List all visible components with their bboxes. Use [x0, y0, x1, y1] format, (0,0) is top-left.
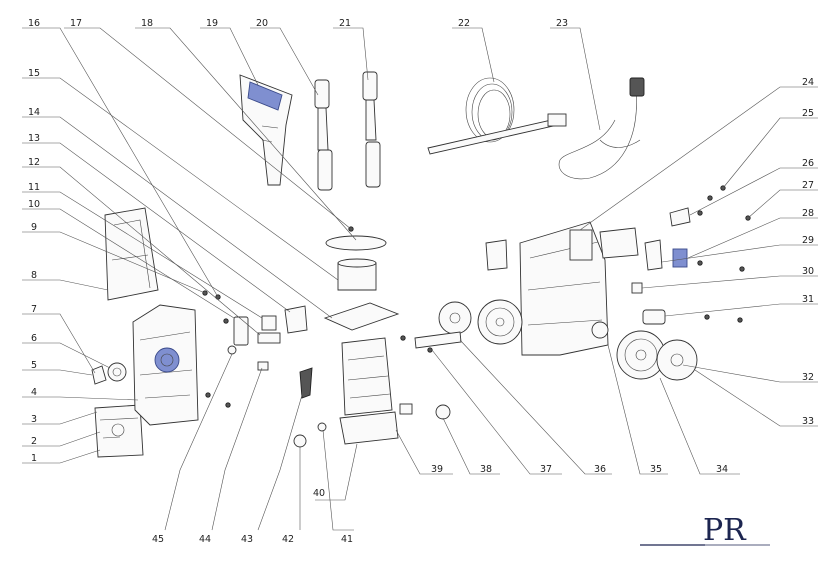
panel-parts — [599, 207, 691, 294]
callout-19: 19 — [206, 18, 218, 29]
callout-23: 23 — [556, 18, 568, 29]
brand-logo: PR — [640, 513, 770, 548]
wheel-parts — [438, 299, 698, 381]
fitting-part — [642, 309, 666, 325]
callout-8: 8 — [31, 270, 37, 281]
callout-16: 16 — [28, 18, 40, 29]
pump-motor-part — [293, 337, 451, 448]
callout-31: 31 — [802, 294, 814, 305]
callout-38: 38 — [480, 464, 492, 475]
callout-33: 33 — [802, 416, 814, 427]
callout-26: 26 — [802, 158, 814, 169]
callout-37: 37 — [540, 464, 552, 475]
callout-32: 32 — [802, 372, 814, 383]
callout-15: 15 — [28, 68, 40, 79]
callout-39: 39 — [431, 464, 443, 475]
callout-18: 18 — [141, 18, 153, 29]
callout-14: 14 — [28, 107, 40, 118]
hose-part — [427, 77, 567, 155]
nozzle-part — [362, 71, 381, 188]
callout-45: 45 — [152, 534, 164, 545]
callout-13: 13 — [28, 133, 40, 144]
callout-3: 3 — [31, 414, 37, 425]
callout-labels: 1 2 3 4 5 6 7 8 9 10 11 12 13 14 15 16 1… — [28, 18, 814, 545]
knob-parts — [91, 362, 127, 385]
callout-2: 2 — [31, 436, 37, 447]
callout-17: 17 — [70, 18, 82, 29]
callout-40: 40 — [313, 488, 325, 499]
leader-lines — [22, 27, 818, 531]
cable-clip-part — [299, 367, 313, 399]
callout-35: 35 — [650, 464, 662, 475]
callout-42: 42 — [282, 534, 294, 545]
callout-27: 27 — [802, 180, 814, 191]
callout-4: 4 — [31, 387, 37, 398]
callout-7: 7 — [31, 304, 37, 315]
switch-parts — [227, 305, 308, 371]
callout-22: 22 — [458, 18, 470, 29]
callout-43: 43 — [241, 534, 253, 545]
callout-29: 29 — [802, 235, 814, 246]
callout-41: 41 — [341, 534, 353, 545]
callout-1: 1 — [31, 453, 37, 464]
right-housing-part — [485, 221, 609, 356]
logo-text: PR — [703, 513, 747, 548]
callout-44: 44 — [199, 534, 211, 545]
callout-9: 9 — [31, 222, 37, 233]
spray-gun-part — [239, 74, 293, 186]
callout-21: 21 — [339, 18, 351, 29]
callout-28: 28 — [802, 208, 814, 219]
callout-10: 10 — [28, 199, 40, 210]
callout-24: 24 — [802, 77, 814, 88]
callout-20: 20 — [256, 18, 268, 29]
left-housing-part — [132, 304, 199, 426]
callout-30: 30 — [802, 266, 814, 277]
callout-34: 34 — [716, 464, 728, 475]
callout-36: 36 — [594, 464, 606, 475]
callout-6: 6 — [31, 333, 37, 344]
callout-5: 5 — [31, 360, 37, 371]
lance-part — [314, 79, 333, 191]
callout-25: 25 — [802, 108, 814, 119]
callout-11: 11 — [28, 182, 40, 193]
base-bracket-part — [94, 404, 144, 458]
filter-cap-part — [323, 235, 400, 331]
callout-12: 12 — [28, 157, 40, 168]
duct-parts — [414, 331, 462, 353]
power-cord-part — [558, 77, 645, 180]
